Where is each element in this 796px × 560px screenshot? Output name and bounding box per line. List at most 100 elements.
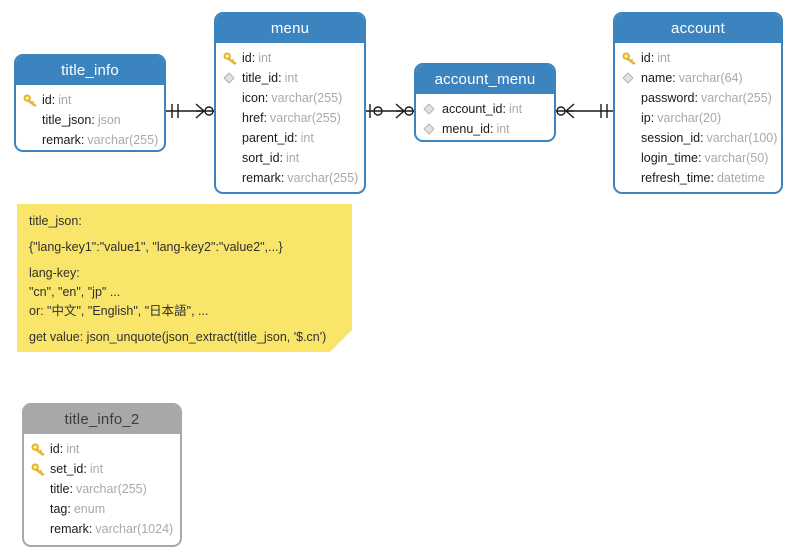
entity-title-account_menu: account_menu (416, 65, 554, 94)
field-row[interactable]: password:varchar(255) (615, 88, 781, 108)
field-row[interactable]: href:varchar(255) (216, 108, 364, 128)
field-row[interactable]: name:varchar(64) (615, 68, 781, 88)
note-fold-corner-icon (330, 330, 352, 352)
entity-title-title_info_2: title_info_2 (24, 405, 180, 434)
foreign-key-icon (423, 102, 442, 116)
field-icon-placeholder (223, 111, 242, 125)
field-type: varchar(255) (75, 482, 147, 496)
foreign-key-icon (622, 71, 641, 85)
note-line: title_json: (29, 214, 82, 228)
field-icon-placeholder (223, 151, 242, 165)
field-name: id: (42, 93, 56, 107)
field-row[interactable]: tag:enum (24, 499, 180, 519)
field-type: int (284, 71, 298, 85)
field-name: account_id: (442, 102, 506, 116)
field-name: sort_id: (242, 151, 283, 165)
field-icon-placeholder (31, 522, 50, 536)
field-type: int (286, 151, 300, 165)
field-name: id: (641, 51, 655, 65)
field-name: ip: (641, 111, 655, 125)
field-type: varchar(1024) (95, 522, 174, 536)
field-type: varchar(255) (271, 91, 343, 105)
field-icon-placeholder (223, 131, 242, 145)
field-type: int (66, 442, 80, 456)
primary-key-icon (622, 51, 641, 65)
field-name: parent_id: (242, 131, 298, 145)
relationship-menu-account_menu[interactable] (366, 97, 414, 125)
field-name: remark: (242, 171, 285, 185)
field-row[interactable]: title:varchar(255) (24, 479, 180, 499)
field-row[interactable]: icon:varchar(255) (216, 88, 364, 108)
field-type: varchar(255) (287, 171, 359, 185)
field-type: int (508, 102, 523, 116)
field-type: json (97, 113, 121, 127)
field-row[interactable]: remark:varchar(255) (216, 168, 364, 188)
field-name: refresh_time: (641, 171, 714, 185)
field-row[interactable]: account_id:int (416, 99, 554, 119)
field-row[interactable]: remark:varchar(255) (16, 130, 164, 150)
field-icon-placeholder (622, 171, 641, 185)
field-name: menu_id: (442, 122, 494, 136)
field-row[interactable]: id:int (24, 439, 180, 459)
field-icon-placeholder (31, 502, 50, 516)
field-row[interactable]: remark:varchar(1024) (24, 519, 180, 539)
field-row[interactable]: id:int (16, 90, 164, 110)
field-type: varchar(20) (657, 111, 722, 125)
field-type: int (496, 122, 510, 136)
field-type: enum (73, 502, 106, 516)
field-row[interactable]: title_json:json (16, 110, 164, 130)
field-type: varchar(255) (700, 91, 772, 105)
field-name: icon: (242, 91, 269, 105)
sticky-note-title-json-note[interactable]: title_json:{"lang-key1":"value1", "lang-… (17, 204, 352, 352)
field-type: varchar(255) (87, 133, 159, 147)
field-row[interactable]: refresh_time:datetime (615, 168, 781, 188)
primary-key-icon (23, 93, 42, 107)
foreign-key-icon (223, 71, 242, 85)
field-row[interactable]: id:int (216, 48, 364, 68)
field-row[interactable]: parent_id:int (216, 128, 364, 148)
field-icon-placeholder (622, 91, 641, 105)
field-icon-placeholder (23, 133, 42, 147)
relationship-account_menu-account[interactable] (556, 97, 613, 125)
field-name: id: (242, 51, 256, 65)
field-name: password: (641, 91, 698, 105)
field-row[interactable]: session_id:varchar(100) (615, 128, 781, 148)
primary-key-icon (223, 51, 242, 65)
field-name: set_id: (50, 462, 87, 476)
field-name: login_time: (641, 151, 702, 165)
field-icon-placeholder (223, 91, 242, 105)
relationship-title_info-menu[interactable] (166, 97, 214, 125)
field-name: title_id: (242, 71, 282, 85)
note-line: lang-key: (29, 266, 80, 280)
note-line: "cn", "en", "jp" ... (29, 285, 121, 299)
field-name: href: (242, 111, 268, 125)
field-name: session_id: (641, 131, 704, 145)
field-row[interactable]: login_time:varchar(50) (615, 148, 781, 168)
foreign-key-icon (423, 122, 442, 136)
field-row[interactable]: set_id:int (24, 459, 180, 479)
field-type: datetime (716, 171, 765, 185)
primary-key-icon (31, 442, 50, 456)
field-name: remark: (50, 522, 93, 536)
field-row[interactable]: ip:varchar(20) (615, 108, 781, 128)
field-row[interactable]: id:int (615, 48, 781, 68)
field-icon-placeholder (622, 111, 641, 125)
field-row[interactable]: title_id:int (216, 68, 364, 88)
field-icon-placeholder (23, 113, 42, 127)
field-type: int (89, 462, 104, 476)
field-row[interactable]: sort_id:int (216, 148, 364, 168)
field-name: remark: (42, 133, 85, 147)
field-row[interactable]: menu_id:int (416, 119, 554, 139)
field-icon-placeholder (622, 131, 641, 145)
